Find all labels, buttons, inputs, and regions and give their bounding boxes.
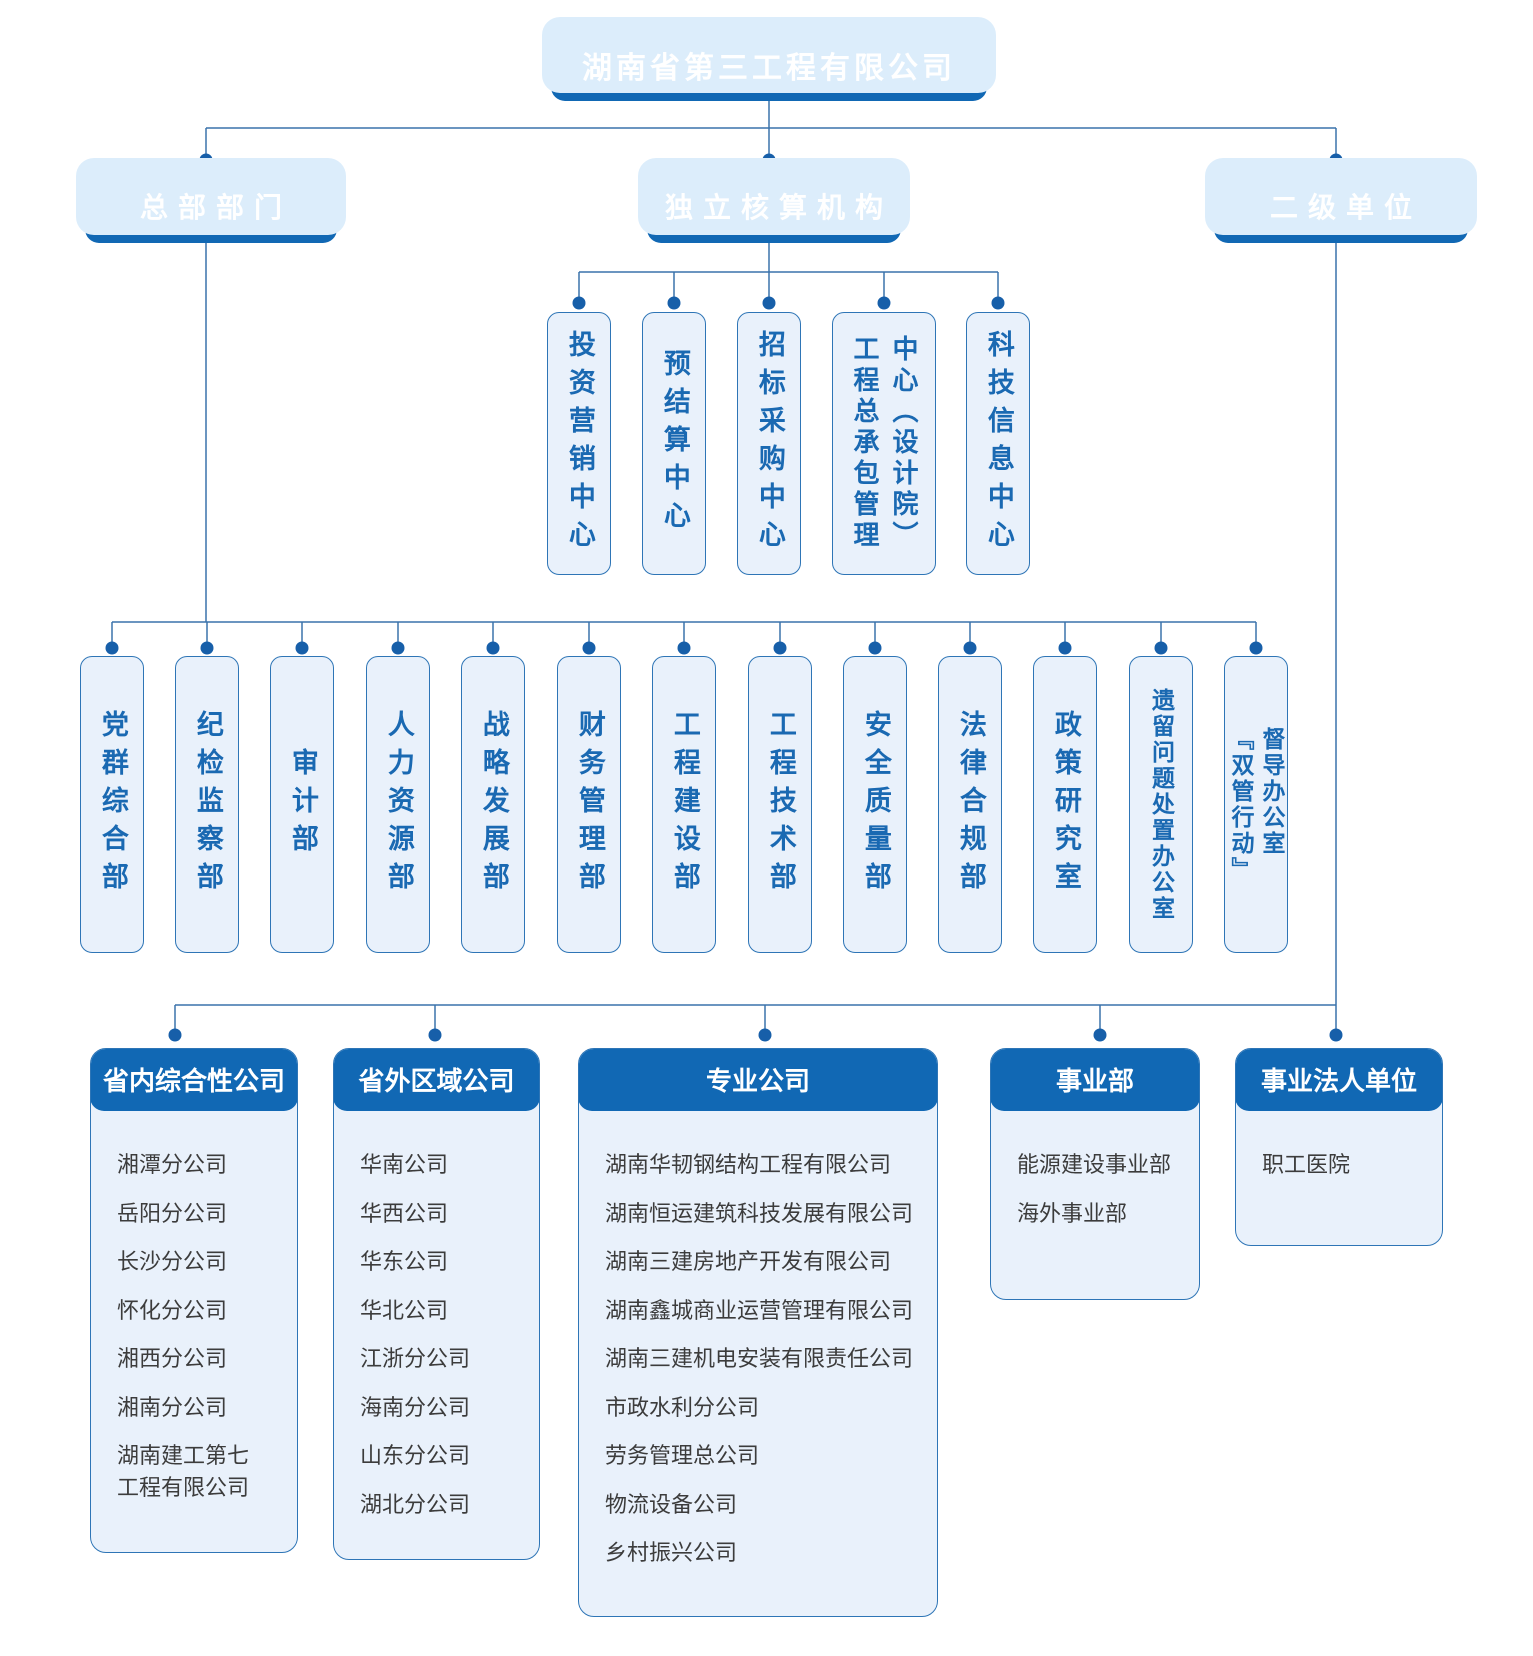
- node-dept-policy-research: 政策研究室: [1033, 656, 1097, 953]
- group-specialized-companies: 专业公司 湖南华韧钢结构工程有限公司 湖南恒运建筑科技发展有限公司 湖南三建房地…: [578, 1048, 938, 1617]
- list-item: 华南公司: [360, 1152, 449, 1177]
- node-label: 预结算中心: [659, 348, 690, 539]
- group-header: 事业部: [991, 1049, 1199, 1111]
- list-item: 湖南鑫城商业运营管理有限公司: [605, 1297, 914, 1323]
- list-item: 华东公司: [360, 1249, 449, 1274]
- list-item: 湖南三建房地产开发有限公司: [605, 1249, 892, 1274]
- list-item: 海南分公司: [360, 1394, 471, 1420]
- node-bidding-procurement-center: 招标采购中心: [737, 312, 801, 575]
- list-item: 物流设备公司: [605, 1491, 738, 1517]
- node-label: 『双管行动』 督导办公室: [1228, 726, 1286, 883]
- list-item: 湘西分公司: [117, 1346, 228, 1371]
- node-label: 招标采购中心: [754, 329, 785, 558]
- node-label: 科技信息中心: [983, 329, 1014, 558]
- list-item: 市政水利分公司: [605, 1394, 760, 1420]
- list-item: 江浙分公司: [360, 1346, 471, 1371]
- node-investment-marketing-center: 投资营销中心: [547, 312, 611, 575]
- list-item: 湖南华韧钢结构工程有限公司: [605, 1152, 892, 1177]
- group-body: 能源建设事业部 海外事业部: [991, 1111, 1199, 1248]
- list-item: 能源建设事业部: [1017, 1152, 1172, 1177]
- node-label: 工程总承包管理 中心（设计院）: [850, 335, 919, 552]
- node-dept-strategy: 战略发展部: [461, 656, 525, 953]
- node-dept-safety-quality: 安全质量部: [843, 656, 907, 953]
- list-item: 湘南分公司: [117, 1394, 228, 1420]
- list-item: 乡村振兴公司: [605, 1540, 738, 1565]
- group-body: 湖南华韧钢结构工程有限公司 湖南恒运建筑科技发展有限公司 湖南三建房地产开发有限…: [579, 1111, 937, 1588]
- node-dept-party-group: 党群综合部: [80, 656, 144, 953]
- group-provincial-companies: 省内综合性公司 湘潭分公司 岳阳分公司 长沙分公司 怀化分公司 湘西分公司 湘南…: [90, 1048, 298, 1553]
- node-branch-independent: 独立核算机构: [638, 158, 910, 243]
- node-label: 审计部: [287, 747, 318, 862]
- node-label: 战略发展部: [478, 709, 509, 900]
- node-dept-construction: 工程建设部: [652, 656, 716, 953]
- group-header: 专业公司: [579, 1049, 937, 1111]
- list-item: 怀化分公司: [117, 1297, 228, 1323]
- list-item: 华西公司: [360, 1200, 449, 1226]
- group-business-divisions: 事业部 能源建设事业部 海外事业部: [990, 1048, 1200, 1300]
- node-label: 工程建设部: [669, 709, 700, 900]
- list-item: 山东分公司: [360, 1443, 471, 1468]
- node-dept-discipline-inspection: 纪检监察部: [175, 656, 239, 953]
- node-label: 纪检监察部: [192, 709, 223, 900]
- group-header: 省内综合性公司: [91, 1049, 297, 1111]
- node-label: 法律合规部: [955, 709, 986, 900]
- node-budget-settlement-center: 预结算中心: [642, 312, 706, 575]
- group-header: 事业法人单位: [1236, 1049, 1442, 1111]
- node-tech-info-center: 科技信息中心: [966, 312, 1030, 575]
- node-dept-engineering-tech: 工程技术部: [748, 656, 812, 953]
- group-out-of-province-companies: 省外区域公司 华南公司 华西公司 华东公司 华北公司 江浙分公司 海南分公司 山…: [333, 1048, 540, 1560]
- list-item: 湖南恒运建筑科技发展有限公司: [605, 1200, 914, 1226]
- node-branch-second-level: 二级单位: [1205, 158, 1477, 243]
- list-item: 职工医院: [1262, 1152, 1351, 1177]
- node-label: 遗留问题处置办公室: [1148, 687, 1175, 922]
- list-item: 华北公司: [360, 1297, 449, 1323]
- group-header: 省外区域公司: [334, 1049, 539, 1111]
- node-dept-audit: 审计部: [270, 656, 334, 953]
- list-item: 海外事业部: [1017, 1200, 1128, 1226]
- node-label: 党群综合部: [97, 709, 128, 900]
- node-label: 财务管理部: [574, 709, 605, 900]
- node-epc-management-center: 工程总承包管理 中心（设计院）: [832, 312, 936, 575]
- node-label: 投资营销中心: [564, 329, 595, 558]
- node-label: 政策研究室: [1050, 709, 1081, 900]
- node-dept-finance: 财务管理部: [557, 656, 621, 953]
- node-dept-dual-supervision-office: 『双管行动』 督导办公室: [1224, 656, 1288, 953]
- node-branch-hq: 总部部门: [76, 158, 346, 243]
- group-body: 职工医院: [1236, 1111, 1442, 1200]
- node-dept-hr: 人力资源部: [366, 656, 430, 953]
- node-dept-legal-compliance: 法律合规部: [938, 656, 1002, 953]
- node-label: 安全质量部: [860, 709, 891, 900]
- node-label: 工程技术部: [765, 709, 796, 900]
- list-item: 岳阳分公司: [117, 1200, 228, 1226]
- list-item: 长沙分公司: [117, 1249, 228, 1274]
- node-company-title: 湖南省第三工程有限公司: [542, 17, 996, 101]
- list-item: 劳务管理总公司: [605, 1443, 760, 1468]
- group-body: 湘潭分公司 岳阳分公司 长沙分公司 怀化分公司 湘西分公司 湘南分公司 湖南建工…: [91, 1111, 297, 1522]
- list-item: 湖北分公司: [360, 1491, 471, 1517]
- group-legal-entity-units: 事业法人单位 职工医院: [1235, 1048, 1443, 1246]
- node-label: 人力资源部: [383, 709, 414, 900]
- list-item: 湘潭分公司: [117, 1152, 228, 1177]
- node-dept-legacy-issues-office: 遗留问题处置办公室: [1129, 656, 1193, 953]
- group-body: 华南公司 华西公司 华东公司 华北公司 江浙分公司 海南分公司 山东分公司 湖北…: [334, 1111, 539, 1539]
- list-item: 湖南三建机电安装有限责任公司: [605, 1346, 914, 1371]
- list-item: 湖南建工第七 工程有限公司: [117, 1443, 250, 1500]
